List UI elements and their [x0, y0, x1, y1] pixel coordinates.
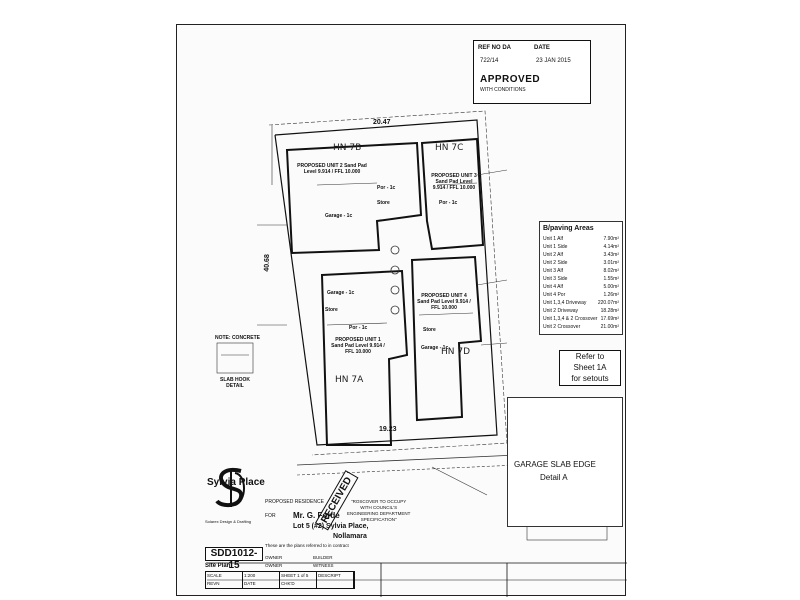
handwritten-unit-b: HN 7B	[333, 143, 362, 153]
unit-b-label: PROPOSED UNIT 2 Sand Pad Level 9.914 / F…	[297, 163, 367, 175]
company-logo	[215, 468, 245, 508]
garage-label: Garage - 1c	[421, 345, 449, 351]
boundary-side-dim: 40.68	[263, 254, 272, 272]
ref-number: 722/14	[480, 58, 499, 64]
concrete-detail	[216, 342, 254, 374]
garage-label: Garage - 1c	[325, 213, 353, 219]
porch-label: Por - 1c	[349, 325, 368, 331]
unit-a-label: PROPOSED UNIT 1 Sand Pad Level 9.914 / F…	[331, 337, 385, 355]
drawing-title: Site Plan	[205, 563, 231, 569]
council-stamp: "ROSCOVER TO OCCUPY WITH COUNCIL'S ENGIN…	[347, 499, 411, 522]
company-name: Solarex Design & Drafting	[205, 519, 252, 524]
note-concrete: NOTE: CONCRETE	[215, 335, 260, 341]
owner-field-label: OWNER	[265, 555, 283, 560]
garage-slab-detail: GARAGE SLAB EDGE Detail A	[507, 397, 623, 527]
approved-text: APPROVED	[480, 74, 541, 85]
unit-c-label: PROPOSED UNIT 3 Sand Pad Level 9.914 / F…	[431, 173, 477, 191]
unit-d-outline	[410, 255, 483, 422]
legend-title: B/paving Areas	[543, 225, 594, 232]
approval-stamp: REF NO DA DATE 722/14 23 JAN 2015 APPROV…	[473, 40, 591, 104]
for-label: FOR	[265, 513, 276, 519]
tree-marker	[390, 265, 400, 275]
boundary-bottom-dim: 19.23	[379, 426, 397, 433]
garage-detail-subtitle: Detail A	[540, 473, 568, 482]
handwritten-unit-c: HN 7C	[435, 143, 464, 153]
store-label: Store	[325, 307, 338, 313]
refer-to-sheet-note: Refer to Sheet 1A for setouts	[559, 350, 621, 386]
lot-address: Lot 5 (#2) Sylvia Place,	[293, 523, 369, 530]
drawing-sheet: REF NO DA DATE 722/14 23 JAN 2015 APPROV…	[176, 24, 627, 597]
tree-marker	[390, 245, 400, 255]
approved-condition: WITH CONDITIONS	[480, 87, 526, 93]
title-block: Solarex Design & Drafting SDD1012-15 Sit…	[203, 459, 377, 591]
handwritten-unit-d: HN 7D	[441, 347, 471, 357]
contract-note: These are the plans referred to in contr…	[265, 543, 349, 548]
client-name: Mr. G. Forde	[293, 511, 340, 520]
drawing-number: SDD1012-15	[205, 547, 263, 571]
suburb-name: Nollamara	[333, 533, 367, 540]
scale-table: SCALE 1:200 SHEET 1 of 5 DESCRIPT REVN D…	[205, 571, 355, 589]
lot-boundary	[274, 119, 498, 446]
lot-boundary-dashed	[268, 110, 508, 456]
garage-label: Garage - 1c	[327, 290, 355, 296]
stamp-date: 23 JAN 2015	[536, 58, 571, 64]
date-label: DATE	[534, 45, 550, 51]
porch-label: Por - 1c	[377, 185, 396, 191]
garage-detail-title: GARAGE SLAB EDGE	[514, 460, 596, 469]
handwritten-unit-a: HN 7A	[335, 375, 364, 385]
street-name: Sylvia Place	[207, 477, 265, 488]
site-plan-drawing	[207, 110, 627, 597]
unit-c-outline	[420, 137, 485, 251]
boundary-top-dim: 20.47	[373, 119, 391, 126]
tree-marker	[390, 285, 400, 295]
unit-b-outline	[285, 141, 423, 255]
owner2-field-label: OWNER	[265, 563, 283, 568]
ref-label: REF NO DA	[478, 45, 511, 51]
street-line	[296, 454, 518, 466]
unit-d-label: PROPOSED UNIT 4 Sand Pad Level 9.914 / F…	[417, 293, 471, 311]
store-label: Store	[377, 200, 390, 206]
witness-field-label: WITNESS	[313, 563, 334, 568]
project-label: PROPOSED RESIDENCE	[265, 499, 324, 505]
slab-hook-detail: SLAB HOOK DETAIL	[220, 377, 250, 389]
porch-label: Por - 1c	[439, 200, 458, 206]
builder-field-label: BUILDER	[313, 555, 333, 560]
store-label: Store	[423, 327, 436, 333]
unit-a-outline	[320, 269, 409, 446]
tree-marker	[390, 305, 400, 315]
